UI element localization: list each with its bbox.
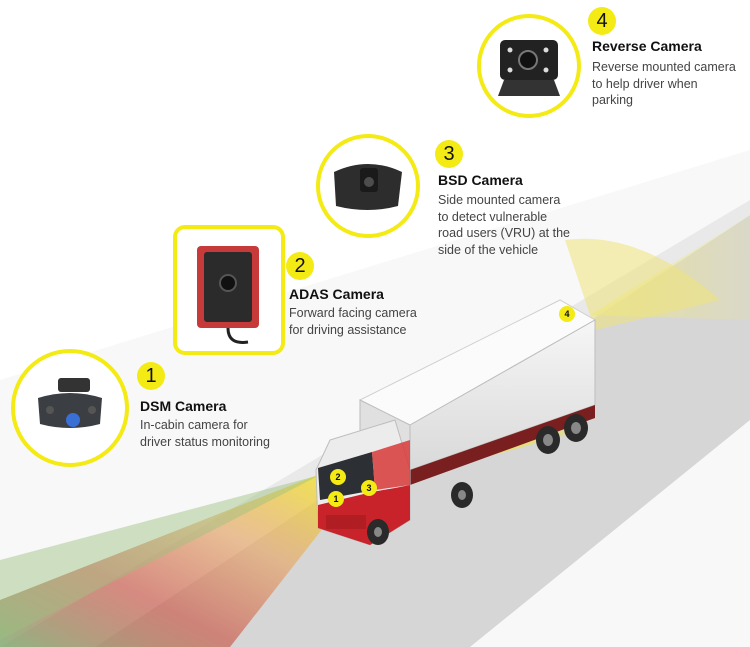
reverse-desc-line-3: parking [592, 93, 633, 107]
bsd-camera-image [316, 134, 420, 238]
bsd-camera-title: BSD Camera [438, 172, 523, 188]
reverse-camera-title: Reverse Camera [592, 38, 702, 54]
bsd-desc-line-1: Side mounted camera [438, 193, 561, 207]
dsm-camera-desc: In-cabin camera for driver status monito… [140, 417, 270, 450]
adas-camera-image [173, 225, 285, 355]
marker-1: 1 [328, 491, 344, 507]
truck [315, 299, 597, 546]
dsm-camera-title: DSM Camera [140, 398, 227, 414]
bsd-desc-line-4: side of the vehicle [438, 242, 539, 257]
marker-3: 3 [361, 480, 377, 496]
marker-3-label: 3 [366, 483, 371, 493]
reverse-desc-line-1: Reverse mounted camera [592, 60, 736, 74]
bsd-camera-desc: Side mounted camera to detect vulnerable… [438, 192, 570, 258]
marker-1-label: 1 [333, 494, 338, 504]
number-badge-3: 3 [435, 140, 463, 168]
marker-4: 4 [559, 306, 575, 322]
adas-camera-desc: Forward facing camera for driving assist… [289, 305, 417, 338]
dsm-camera-image [11, 349, 129, 467]
reverse-camera-desc: Reverse mounted camera to help driver wh… [592, 59, 736, 109]
adas-camera-title: ADAS Camera [289, 286, 384, 302]
dsm-desc-line-2: driver status monitoring [140, 434, 270, 449]
bsd-desc-line-3: road users (VRU) at the [438, 226, 570, 240]
number-badge-4: 4 [588, 7, 616, 35]
number-badge-1: 1 [137, 362, 165, 390]
reverse-desc-line-2: to help driver when [592, 76, 698, 91]
adas-desc-line-2: for driving assistance [289, 322, 407, 337]
adas-beam [0, 470, 345, 647]
number-badge-2: 2 [286, 252, 314, 280]
marker-2-label: 2 [335, 472, 340, 482]
reverse-camera-image [477, 14, 581, 118]
dsm-desc-line-1: In-cabin camera for [140, 418, 248, 432]
marker-2: 2 [330, 469, 346, 485]
marker-4-label: 4 [564, 309, 569, 319]
adas-desc-line-1: Forward facing camera [289, 306, 417, 320]
bsd-desc-line-2: to detect vulnerable [438, 209, 548, 224]
